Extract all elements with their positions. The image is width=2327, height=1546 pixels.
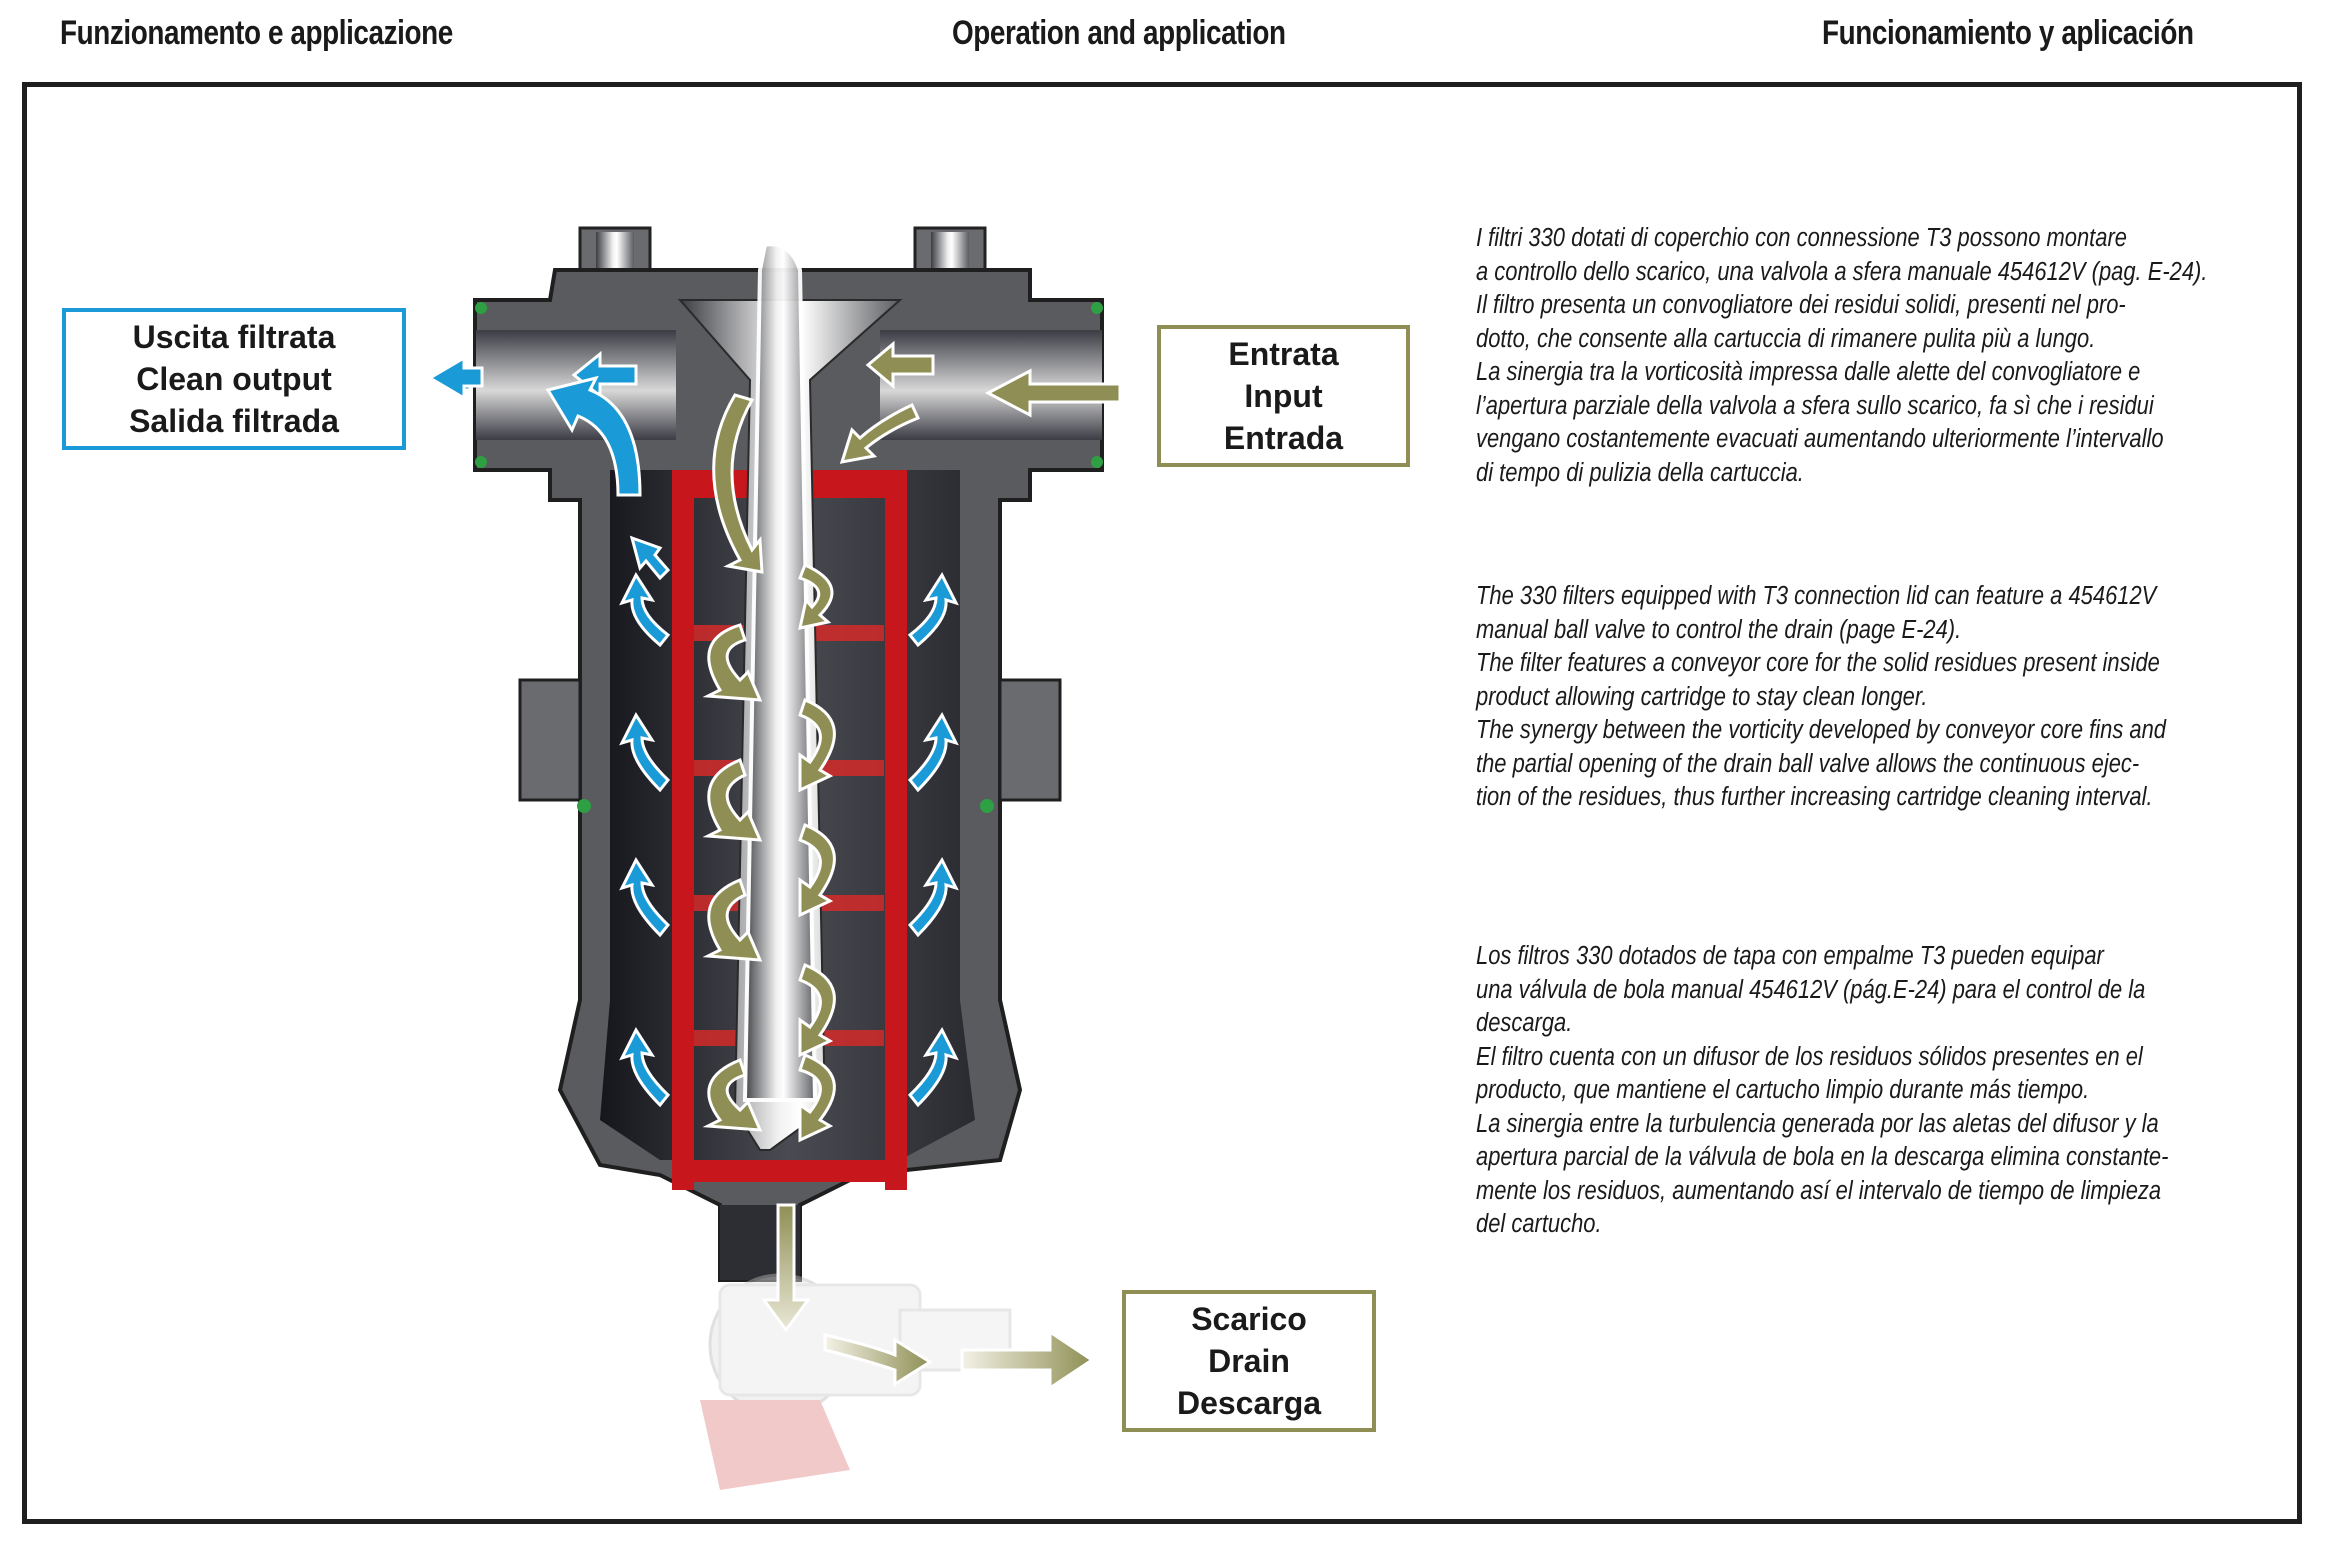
drain-exit-arrow [823,1333,933,1387]
clean-output-label-es: Salida filtrada [129,403,339,439]
text-line: descarga. [1476,1009,1573,1037]
content-frame [22,82,2302,1524]
o-ring [475,456,487,468]
filter-cartridge [672,470,907,1190]
drain-label-it: Scarico [1191,1301,1307,1337]
text-line: The synergy between the vorticity develo… [1476,716,2166,744]
description-english: The 330 filters equipped with T3 connect… [1476,580,2302,815]
text-line: I filtri 330 dotati di coperchio con con… [1476,224,2127,252]
clean-output-label-it: Uscita filtrata [132,319,336,355]
dirty-swirl-arrow [702,878,763,962]
drain-label-en: Drain [1208,1343,1290,1379]
text-line: vengano costantemente evacuati aumentand… [1476,425,2164,453]
description-spanish: Los filtros 330 dotados de tapa con empa… [1476,940,2302,1242]
drain-down-arrow [761,1203,811,1333]
text-line: El filtro cuenta con un difusor de los r… [1476,1042,2143,1071]
o-ring [577,799,591,813]
text-line: del cartucho. [1476,1210,1602,1238]
text-line: apertura parcial de la válvula de bola e… [1476,1143,2169,1171]
clean-output-arrow [427,355,484,401]
text-line: La sinergia entre la turbulencia generad… [1476,1109,2159,1138]
text-line: product allowing cartridge to stay clean… [1476,682,1928,711]
text-line: mente los residuos, aumentando así el in… [1476,1176,2162,1205]
text-line: di tempo di pulizia della cartuccia. [1476,458,1804,487]
header-italian: Funzionamento e applicazione [60,14,453,52]
clean-flow-arrow [619,711,671,793]
dirty-swirl-arrow [798,698,836,793]
text-line: The 330 filters equipped with T3 connect… [1476,582,2157,610]
text-line: manual ball valve to control the drain (… [1476,615,1962,644]
text-line: La sinergia tra la vorticosità impressa … [1476,358,2141,386]
bowl-thread-right [998,678,1062,802]
text-line: Il filtro presenta un convogliatore dei … [1476,291,2126,319]
text-line: producto, que mantiene el cartucho limpi… [1476,1076,2090,1104]
clean-flow-arrow [545,375,642,497]
clean-flow-arrow [907,711,959,793]
text-line: una válvula de bola manual 454612V (pág.… [1476,975,2146,1004]
text-line: tion of the residues, thus further incre… [1476,783,2153,811]
input-label-it: Entrata [1228,336,1339,372]
dirty-swirl-arrow [712,393,764,574]
clean-flow-arrow [629,535,671,581]
header-spanish: Funcionamiento y aplicación [1822,14,2194,52]
o-ring [1091,302,1103,314]
input-label-en: Input [1244,378,1323,414]
o-ring [475,302,487,314]
dirty-swirl-arrow [798,1053,836,1143]
text-line: a controllo dello scarico, una valvola a… [1476,257,2208,286]
clean-output-label-en: Clean output [136,361,332,397]
dirty-swirl-arrow [798,562,834,630]
o-ring [1091,456,1103,468]
dirty-swirl-arrow [798,823,836,918]
drain-exit-arrow [960,1329,1095,1391]
clean-flow-arrow [619,571,671,648]
clean-flow-arrow [907,1026,959,1108]
clean-flow-arrow [907,571,959,648]
o-ring [980,799,994,813]
text-line: The filter features a conveyor core for … [1476,649,2160,677]
text-line: dotto, che consente alla cartuccia di ri… [1476,324,2096,353]
text-line: l’apertura parziale della valvola a sfer… [1476,391,2154,420]
input-label-es: Entrada [1223,420,1344,456]
dirty-swirl-arrow [798,963,836,1058]
text-line: the partial opening of the drain ball va… [1476,749,2140,778]
clean-flow-arrow [619,856,671,938]
clean-output-label: Uscita filtrata Clean output Salida filt… [62,308,406,450]
clean-flow-arrow [907,856,959,938]
drain-label: Scarico Drain Descarga [1122,1290,1376,1432]
input-flow-arrow [839,403,921,464]
dirty-swirl-arrow [702,1058,763,1132]
header-english: Operation and application [952,14,1286,52]
description-italian: I filtri 330 dotati di coperchio con con… [1476,222,2302,490]
input-flow-arrow [865,340,935,390]
clean-flow-arrows [427,350,959,1108]
input-label: Entrata Input Entrada [1157,325,1410,467]
dirty-swirl-arrow [702,623,763,702]
text-line: Los filtros 330 dotados de tapa con empa… [1476,942,2104,970]
dirty-flow-arrows [702,340,1122,1391]
bowl-thread-left [518,678,582,802]
clean-flow-arrow [619,1026,671,1108]
ball-valve [700,1273,1012,1490]
drain-label-es: Descarga [1176,1385,1322,1421]
input-arrow [984,368,1122,418]
dirty-swirl-arrow [702,758,763,842]
